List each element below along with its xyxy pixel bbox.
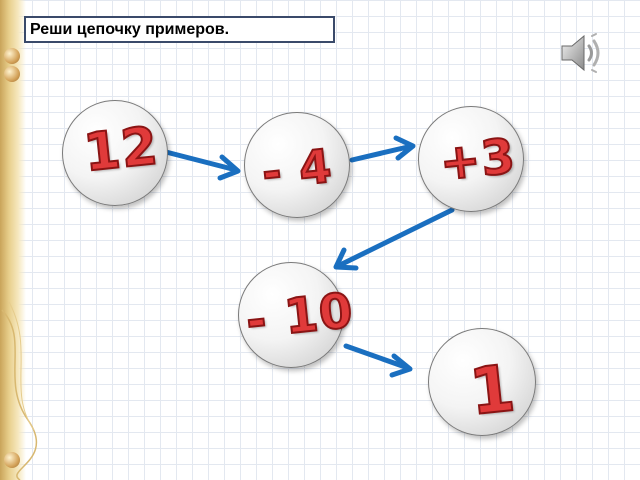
chain-circle-op2 (418, 106, 524, 212)
chain-circle-op3 (238, 262, 344, 368)
decorative-bead (4, 48, 20, 64)
task-title: Реши цепочку примеров. (24, 16, 335, 43)
operation-minus-4: - 4 (258, 137, 335, 200)
speaker-icon[interactable] (556, 28, 606, 78)
arrow-right-icon (343, 343, 413, 378)
decorative-bead (4, 452, 20, 468)
arrow-right-icon (349, 135, 416, 163)
chain-circle-result (428, 328, 536, 436)
decorative-left-border (0, 0, 26, 480)
arrow-down-left-icon (333, 207, 455, 271)
arrow-right-icon (163, 149, 241, 181)
chain-circle-op1 (244, 112, 350, 218)
start-number: 12 (80, 115, 162, 184)
chain-circle-start (62, 100, 168, 206)
result-answer[interactable]: 1 (465, 351, 520, 431)
decorative-swirl (1, 300, 37, 480)
decorative-bead (4, 66, 20, 82)
operation-plus-3: +3 (436, 127, 519, 193)
operation-minus-10: - 10 (242, 282, 357, 351)
